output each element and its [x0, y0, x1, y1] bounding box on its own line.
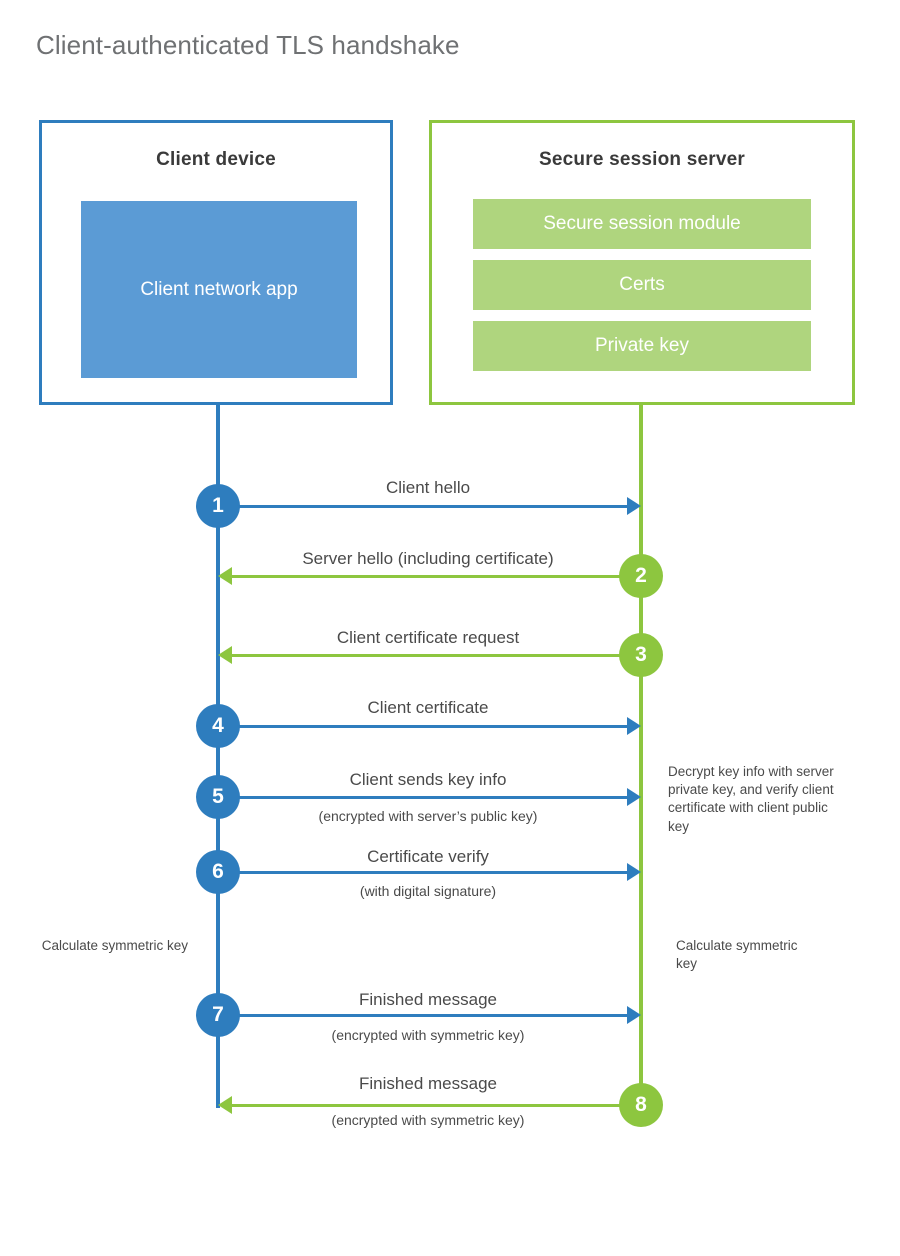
arrow-head-step-3: [218, 646, 232, 664]
step-label-4: Client certificate: [367, 698, 489, 717]
step-label-2: Server hello (including certificate): [302, 549, 554, 568]
arrow-shaft-step-2: [232, 575, 641, 578]
arrow-head-step-8: [218, 1096, 232, 1114]
secure-session-server-title: Secure session server: [539, 149, 745, 170]
arrow-head-step-2: [218, 567, 232, 585]
arrow-head-step-7: [627, 1006, 641, 1024]
step-label-7: Finished message: [359, 990, 497, 1009]
server-component-secure-session-module: Secure session module: [473, 199, 811, 249]
step-marker-8[interactable]: 8: [619, 1083, 663, 1127]
secure-session-server-box: Secure session server Secure session mod…: [429, 120, 855, 405]
arrow-head-step-5: [627, 788, 641, 806]
step-label-6: Certificate verify: [367, 847, 489, 866]
server-calculate-symmetric-key-annotation: Calculate symmetric key: [676, 938, 798, 972]
arrow-shaft-step-4: [218, 725, 627, 728]
step-sublabel-6: (with digital signature): [359, 883, 497, 899]
step-marker-1[interactable]: 1: [196, 484, 240, 528]
step-marker-5[interactable]: 5: [196, 775, 240, 819]
arrow-shaft-step-8: [232, 1104, 641, 1107]
step-sublabel-7: (encrypted with symmetric key): [331, 1027, 525, 1043]
step-label-3: Client certificate request: [336, 628, 520, 647]
step-label-5: Client sends key info: [349, 770, 507, 789]
server-decrypt-annotation: Decrypt key info with server private key…: [668, 764, 834, 834]
server-component-certs: Certs: [473, 260, 811, 310]
page-title: Client-authenticated TLS handshake: [36, 30, 460, 60]
server-component-private-key: Private key: [473, 321, 811, 371]
arrow-shaft-step-1: [218, 505, 627, 508]
client-calculate-symmetric-key-annotation: Calculate symmetric key: [41, 938, 188, 953]
step-marker-6[interactable]: 6: [196, 850, 240, 894]
step-marker-7[interactable]: 7: [196, 993, 240, 1037]
arrow-shaft-step-7: [218, 1014, 627, 1017]
arrow-shaft-step-3: [232, 654, 641, 657]
arrow-shaft-step-5: [218, 796, 627, 799]
step-sublabel-8: (encrypted with symmetric key): [331, 1112, 525, 1128]
client-network-app-block: Client network app: [81, 201, 357, 378]
server-component-list: Secure session module Certs Private key: [473, 199, 811, 382]
step-marker-4[interactable]: 4: [196, 704, 240, 748]
client-device-box: Client device Client network app: [39, 120, 393, 405]
server-lifeline: [639, 402, 643, 1106]
step-marker-2[interactable]: 2: [619, 554, 663, 598]
arrow-head-step-1: [627, 497, 641, 515]
client-device-title: Client device: [156, 149, 276, 170]
arrow-shaft-step-6: [218, 871, 627, 874]
step-label-8: Finished message: [359, 1074, 497, 1093]
arrow-head-step-4: [627, 717, 641, 735]
step-sublabel-5: (encrypted with server’s public key): [318, 808, 538, 824]
arrow-head-step-6: [627, 863, 641, 881]
step-label-1: Client hello: [385, 478, 471, 497]
client-lifeline: [216, 402, 220, 1108]
step-marker-3[interactable]: 3: [619, 633, 663, 677]
